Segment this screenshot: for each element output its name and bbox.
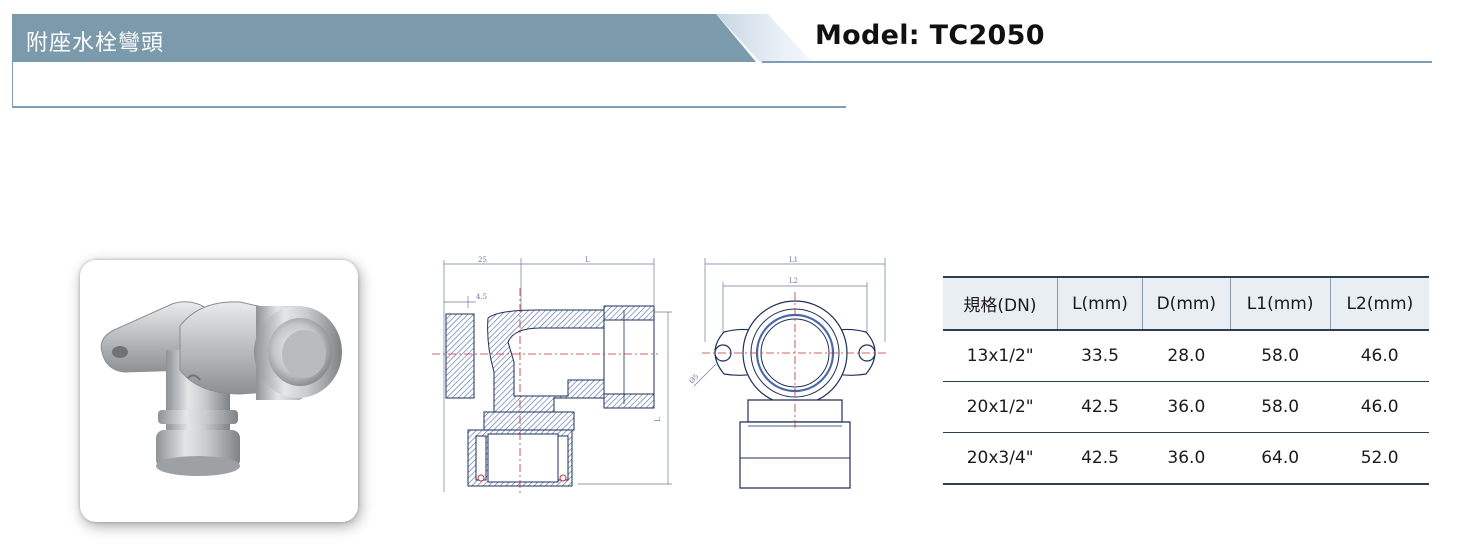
cell-size: 20x1/2" <box>943 381 1058 433</box>
header-l: L(mm) <box>1056 276 1143 331</box>
header-l1: L1(mm) <box>1229 276 1331 331</box>
elbow-fitting-render <box>100 301 342 476</box>
dim-label-4-5: 4.5 <box>476 293 487 301</box>
cell-l2: 46.0 <box>1330 381 1429 433</box>
cell-l: 42.5 <box>1057 381 1143 433</box>
cell-d: 28.0 <box>1142 330 1231 382</box>
dim-label-hole: Ø5 <box>688 373 701 386</box>
table-header-row: 規格(DN) L(mm) D(mm) L1(mm) L2(mm) <box>943 276 1429 331</box>
table-row: 20x1/2" 42.5 36.0 58.0 46.0 <box>943 381 1429 433</box>
header-l2: L2(mm) <box>1329 276 1429 331</box>
product-photo <box>80 260 358 522</box>
cell-l1: 58.0 <box>1230 330 1331 382</box>
cell-l1: 58.0 <box>1230 381 1331 433</box>
title-banner: 附座水栓彎頭 <box>12 14 756 62</box>
table-row: 13x1/2" 33.5 28.0 58.0 46.0 <box>943 330 1429 382</box>
subtitle-box <box>12 62 846 108</box>
cell-d: 36.0 <box>1142 381 1231 433</box>
section-drawing-side: 25 L 4.5 L <box>432 256 672 496</box>
cell-size: 13x1/2" <box>943 330 1058 382</box>
cell-l1: 64.0 <box>1230 432 1331 485</box>
page-title: 附座水栓彎頭 <box>26 31 165 56</box>
front-view-drawing: L1 L2 Ø5 <box>688 256 888 489</box>
header-d: D(mm) <box>1142 276 1231 331</box>
table-row: 20x3/4" 42.5 36.0 64.0 52.0 <box>943 432 1429 485</box>
spec-table: 規格(DN) L(mm) D(mm) L1(mm) L2(mm) 13x1/2"… <box>943 276 1429 485</box>
dim-label-l1: L1 <box>789 256 798 264</box>
cell-l2: 52.0 <box>1330 432 1429 485</box>
dim-label-l-side: L <box>654 417 662 422</box>
cell-d: 36.0 <box>1142 432 1231 485</box>
cell-l2: 46.0 <box>1330 330 1429 382</box>
header-rule <box>762 61 1432 63</box>
cell-size: 20x3/4" <box>943 432 1058 485</box>
dim-label-l-top: L <box>585 256 590 264</box>
dim-label-l2: L2 <box>789 277 798 285</box>
model-number: Model: TC2050 <box>815 20 1045 51</box>
cell-l: 33.5 <box>1057 330 1143 382</box>
dim-label-25: 25 <box>478 256 487 264</box>
cell-l: 42.5 <box>1057 432 1143 485</box>
header-size: 規格(DN) <box>943 276 1058 331</box>
